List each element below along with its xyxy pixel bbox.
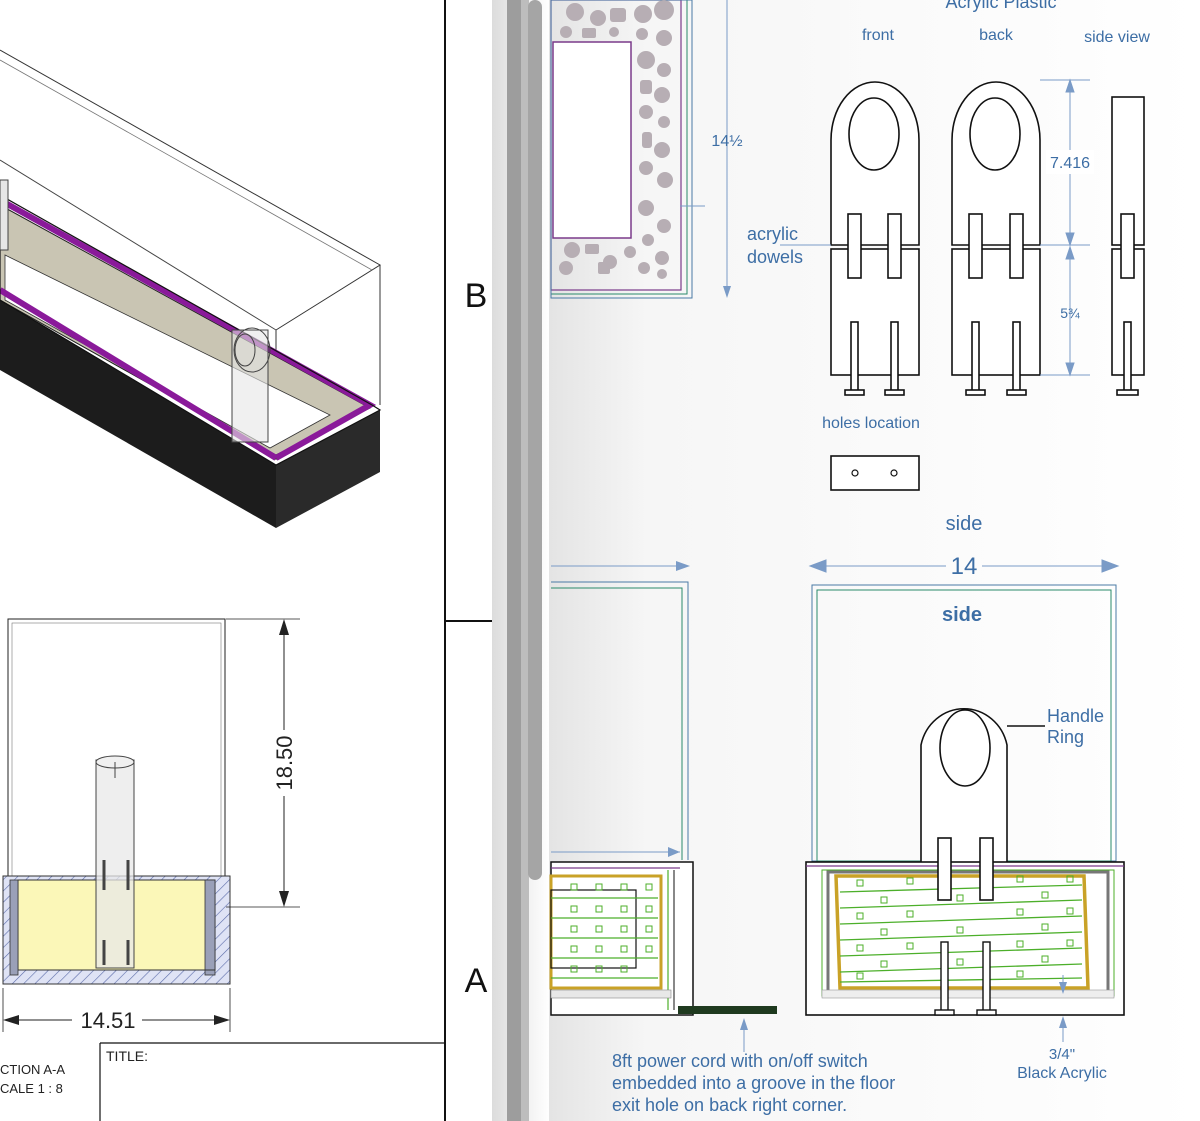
handle-front-view xyxy=(830,81,920,396)
vertical-scrollbar-thumb[interactable] xyxy=(528,0,542,880)
main-side-drawing: side Handle Ring xyxy=(805,584,1125,1042)
pebble-pattern xyxy=(559,0,674,279)
handle-back-view xyxy=(951,81,1041,396)
acrylic-dowels-line1: acrylic xyxy=(747,224,798,244)
scale-label: CALE 1 : 8 xyxy=(0,1081,63,1096)
dim-width-label: 14.51 xyxy=(80,1008,135,1033)
view-back-label: back xyxy=(979,27,1014,44)
zone-a-label: A xyxy=(465,962,488,1000)
handle-side-view xyxy=(1111,96,1145,396)
side-width-dimension xyxy=(808,559,1120,573)
section-label: CTION A-A xyxy=(0,1062,65,1077)
acrylic-dowels-line2: dowels xyxy=(747,247,803,267)
dim-top-label: 14½ xyxy=(711,133,742,150)
view-front-label: front xyxy=(862,27,895,44)
title-label: TITLE: xyxy=(106,1048,148,1064)
power-cord xyxy=(678,1006,777,1014)
handle-ring-line1: Handle xyxy=(1047,706,1104,726)
handle-dimensions xyxy=(780,78,1090,377)
side-title: side xyxy=(946,513,983,535)
holes-location-diagram xyxy=(830,455,920,491)
power-note-line2: embedded into a groove in the floor xyxy=(612,1073,895,1093)
top-frame-drawing: 14½ xyxy=(550,0,743,299)
left-cad-sheet: B A 18.50 xyxy=(0,0,492,1121)
title-block: TITLE: CTION A-A CALE 1 : 8 xyxy=(0,1042,445,1121)
top-heading: Acrylic Plastic xyxy=(945,0,1056,12)
side-width-label: 14 xyxy=(951,553,978,580)
dim-lower-label: 5¾ xyxy=(1060,305,1080,321)
side-inner-title: side xyxy=(942,604,982,626)
holes-location-label: holes location xyxy=(822,415,920,432)
section-a-a-view: 18.50 14.51 xyxy=(2,618,300,1034)
view-side-label: side view xyxy=(1084,29,1150,46)
black-acrylic-line1: 3/4" xyxy=(1049,1046,1075,1063)
dim-height-label: 18.50 xyxy=(272,735,297,790)
zone-b-label: B xyxy=(465,277,488,315)
right-sketch-sheet: 14½ Acrylic Plastic front back side view xyxy=(549,0,1200,1121)
dim-upper-label: 7.416 xyxy=(1050,155,1090,172)
power-note-line1: 8ft power cord with on/off switch xyxy=(612,1051,868,1071)
partial-side-drawing xyxy=(549,561,777,1052)
isometric-planter-view xyxy=(0,49,382,528)
black-acrylic-line2: Black Acrylic xyxy=(1017,1065,1107,1082)
handle-ring-line2: Ring xyxy=(1047,727,1084,747)
power-note-line3: exit hole on back right corner. xyxy=(612,1095,847,1115)
